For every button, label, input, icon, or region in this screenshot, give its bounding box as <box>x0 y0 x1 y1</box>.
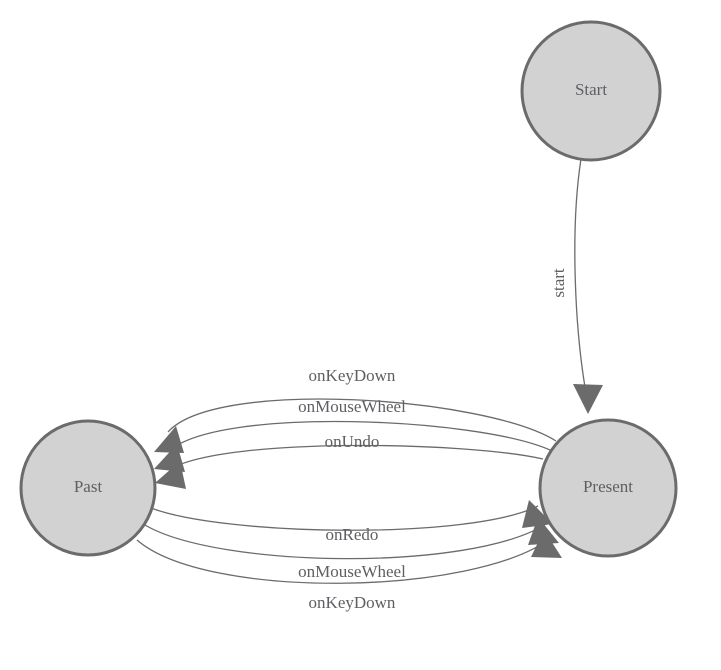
edge-past-to-present-onmousewheel[interactable]: onMouseWheel <box>144 517 559 581</box>
edge-past-to-present-onredo-path <box>150 505 539 531</box>
edge-past-to-present-onredo[interactable]: onRedo <box>150 500 553 544</box>
arrowhead-present-top <box>573 384 603 414</box>
arrowhead-present-1 <box>522 500 553 528</box>
edge-present-to-past-onmousewheel-path <box>168 420 551 452</box>
edge-label-start: start <box>549 268 568 298</box>
node-start[interactable]: Start <box>520 20 662 162</box>
edge-label-past-present-onkeydown: onKeyDown <box>309 593 396 612</box>
arrowhead-present-2 <box>528 517 559 545</box>
edge-past-to-present-onkeydown-path <box>136 537 552 584</box>
node-present-circle <box>538 418 678 558</box>
edge-start-to-present-path <box>574 158 587 394</box>
edge-past-to-present-onmousewheel-path <box>144 523 547 560</box>
edge-start-to-present[interactable]: start <box>549 158 603 414</box>
node-start-label: Start <box>575 80 607 99</box>
node-past-circle <box>19 419 157 557</box>
edge-present-to-past-onundo-path <box>171 444 544 469</box>
node-past-label: Past <box>74 477 103 496</box>
arrowhead-past-3 <box>155 461 186 489</box>
arrowhead-present-3 <box>531 530 562 558</box>
edge-label-present-past-onmousewheel: onMouseWheel <box>298 397 406 416</box>
edge-label-present-past-onundo: onUndo <box>325 432 380 451</box>
edge-label-past-present-onmousewheel: onMouseWheel <box>298 562 406 581</box>
edge-present-to-past-onkeydown-path <box>167 398 557 442</box>
edge-present-to-past-onundo[interactable]: onUndo <box>155 432 544 489</box>
node-present[interactable]: Present <box>538 418 678 558</box>
node-present-label: Present <box>583 477 633 496</box>
edge-label-past-present-onredo: onRedo <box>326 525 379 544</box>
node-past[interactable]: Past <box>19 419 157 557</box>
node-start-circle <box>520 20 662 162</box>
edge-past-to-present-onkeydown[interactable]: onKeyDown <box>136 530 562 612</box>
edge-label-present-past-onkeydown: onKeyDown <box>309 366 396 385</box>
